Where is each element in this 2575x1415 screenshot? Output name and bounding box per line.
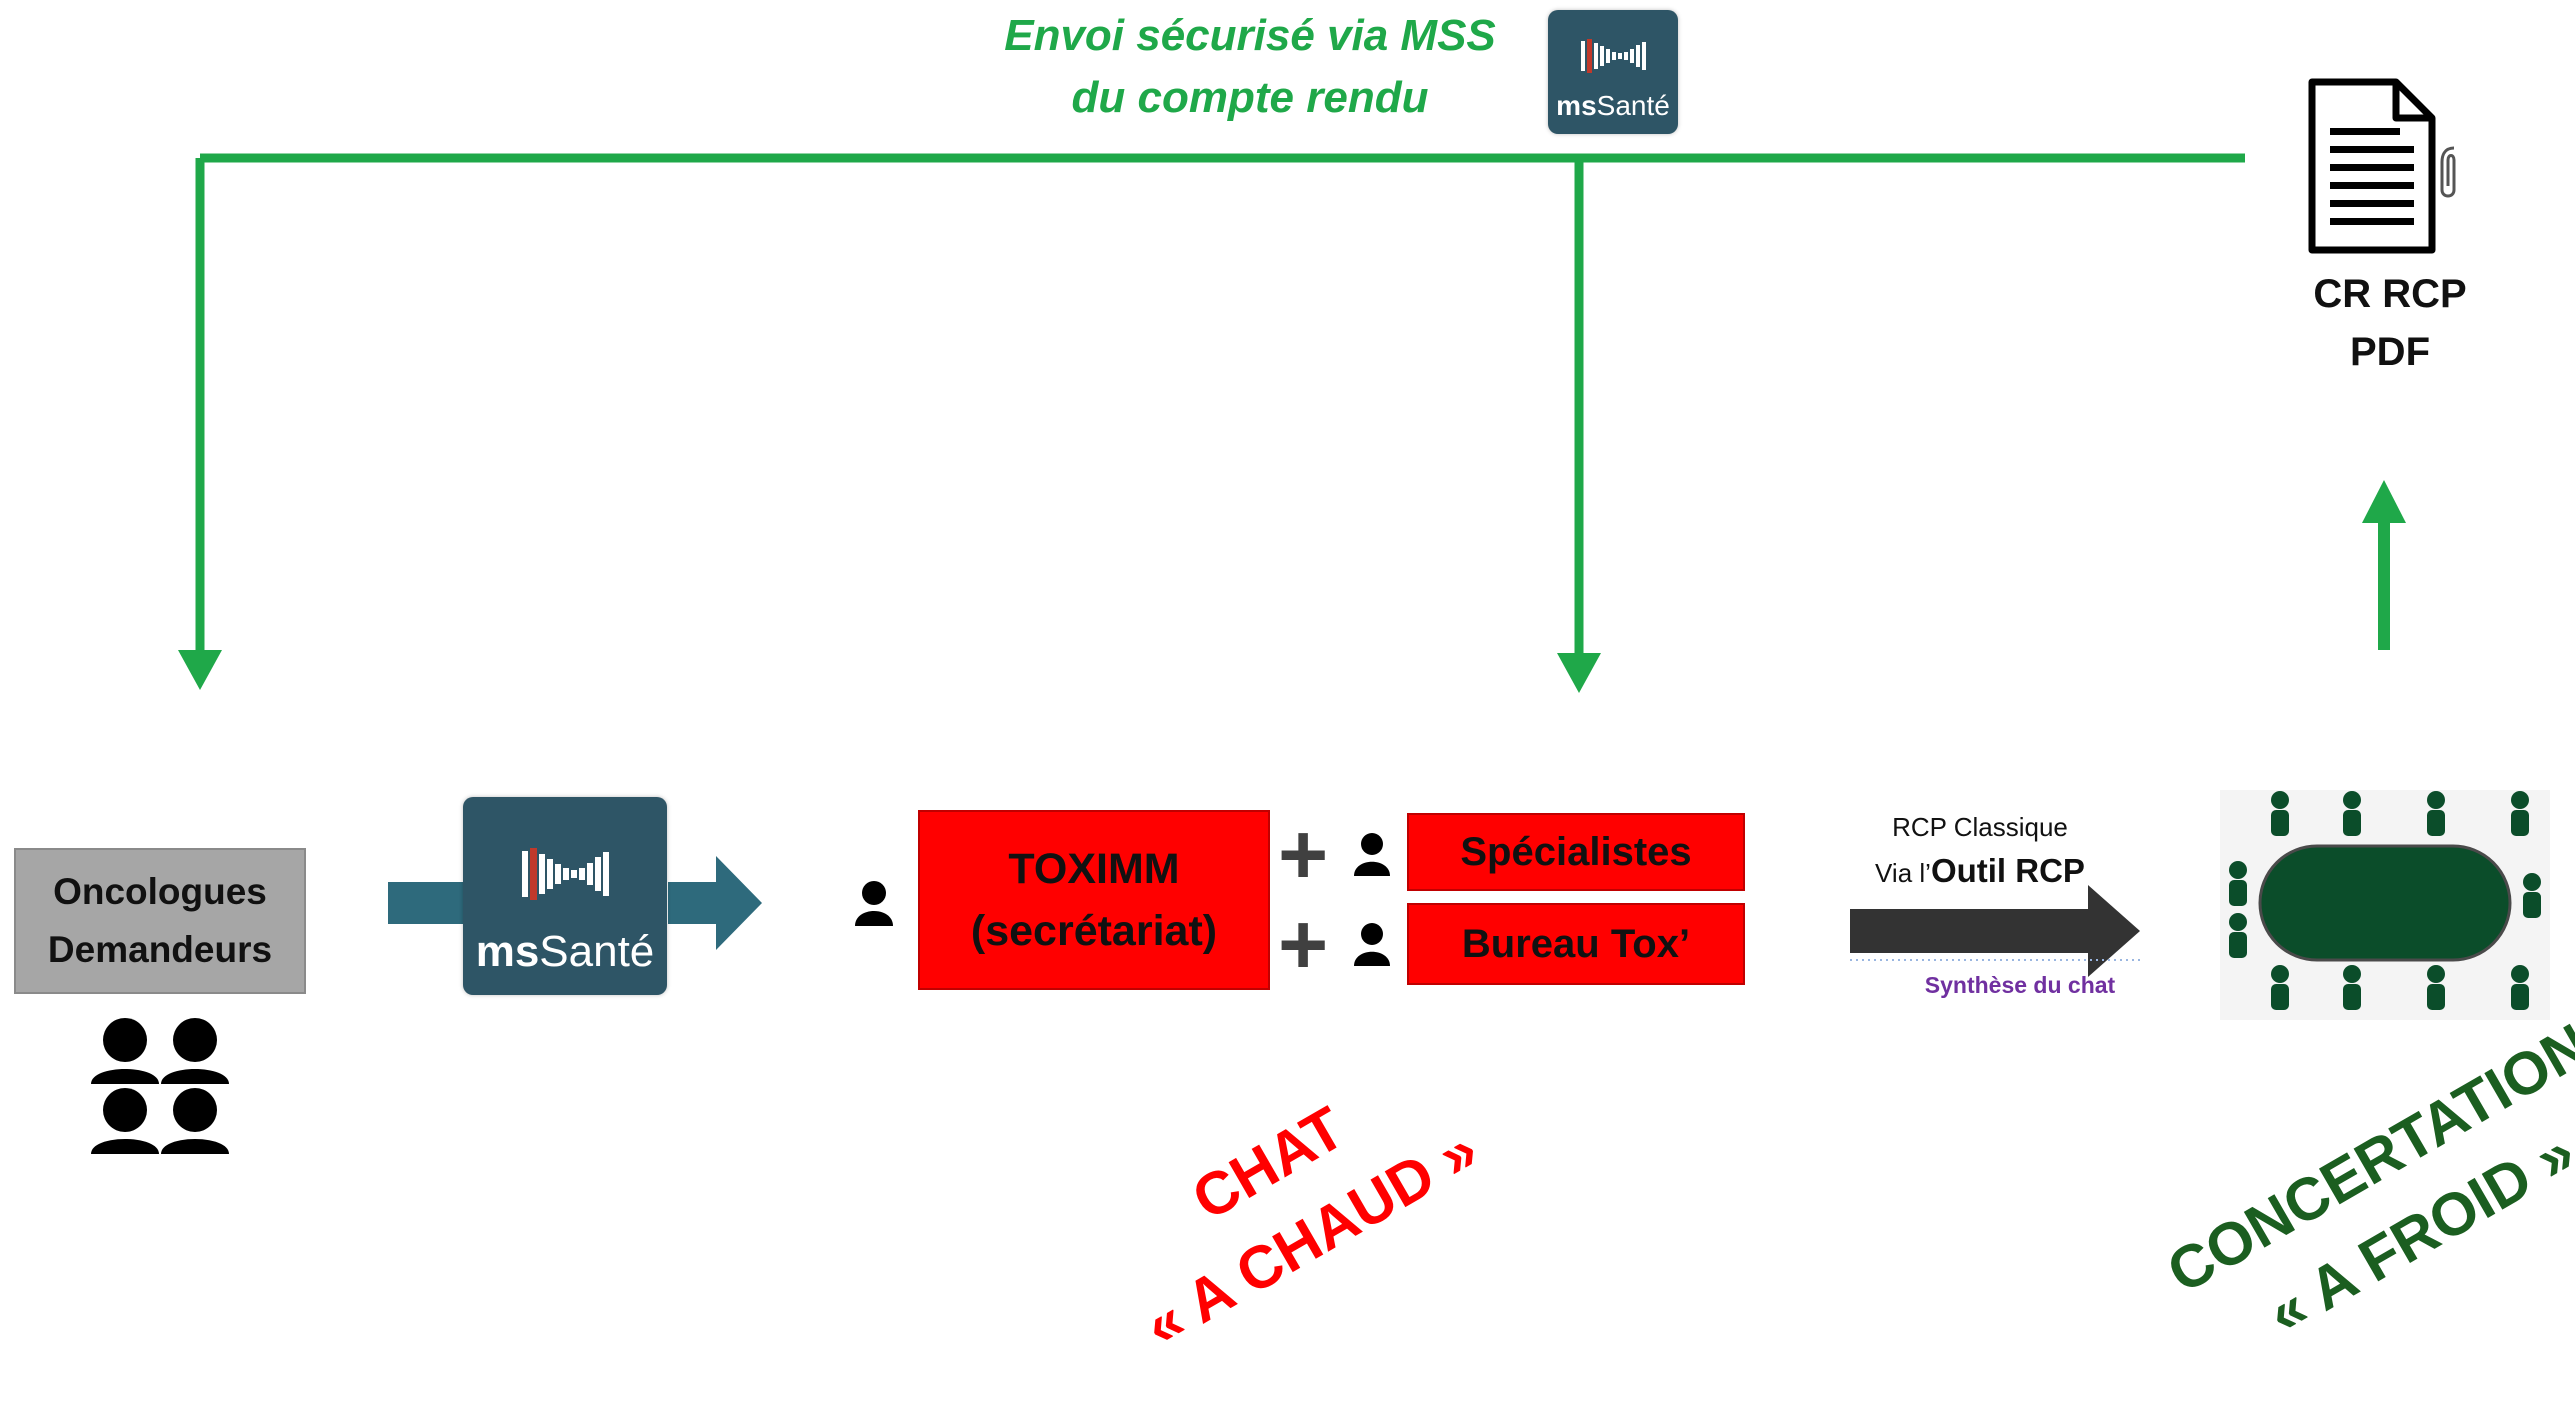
rcp-caption-prefix: Via l’ [1875, 858, 1931, 888]
msSante-logo-icon: msSanté [1548, 10, 1678, 134]
specialistes-box: Spécialistes [1407, 813, 1745, 891]
plus-sign: + [1278, 807, 1329, 903]
arrowhead-to-oncologues [178, 650, 222, 690]
rcp-caption-tool: Outil RCP [1930, 852, 2085, 889]
person-icon [1354, 833, 1390, 876]
mss-brand-bold: ms [475, 927, 540, 976]
mss-caption: Envoi sécurisé via MSS du compte rendu [960, 5, 1540, 129]
oncologues-box: Oncologues Demandeurs [14, 848, 306, 994]
toximm-line2: (secrétariat) [970, 907, 1218, 955]
flow-connectors [178, 153, 2406, 977]
group-icon [91, 1018, 229, 1154]
paperclip-icon [2440, 146, 2456, 198]
arrowhead-to-specialistes [1557, 653, 1601, 693]
rcp-caption-line1: RCP Classique [1892, 812, 2068, 842]
mss-brand-bold: ms [1556, 90, 1597, 121]
mss-brand-rest: Santé [539, 927, 655, 976]
person-icon [855, 881, 893, 926]
rcp-arrow-head [2088, 885, 2140, 977]
toximm-box: TOXIMM (secrétariat) [918, 810, 1270, 990]
blue-arrow-in-shaft [388, 882, 468, 924]
up-arrowhead [2362, 480, 2406, 523]
mss-brand-rest: Santé [1596, 90, 1670, 121]
blue-arrow-out-shaft [668, 882, 718, 924]
rcp-caption-line2: Via l’Outil RCP [1790, 849, 2170, 895]
synthese-label: Synthèse du chat [1924, 972, 2116, 998]
rcp-caption: RCP Classique Via l’Outil RCP [1790, 805, 2170, 895]
rcp-arrow-shaft [1850, 909, 2092, 953]
cr-rcp-line2: PDF [2350, 330, 2430, 374]
toximm-line1: TOXIMM [1008, 845, 1180, 893]
bureau-tox-box: Bureau Tox’ [1407, 903, 1745, 985]
meeting-table-icon [2220, 790, 2550, 1020]
oncologues-line1: Oncologues [53, 871, 267, 912]
cr-rcp-label: CR RCP PDF [2260, 265, 2520, 381]
blue-arrow-out-head [716, 856, 762, 950]
mss-caption-line1: Envoi sécurisé via MSS [1004, 11, 1496, 60]
msSante-logo-icon: msSanté [463, 797, 667, 995]
pdf-document-icon [2308, 78, 2456, 254]
cr-rcp-line1: CR RCP [2313, 272, 2467, 316]
mss-caption-line2: du compte rendu [1071, 73, 1429, 122]
person-icon [1354, 923, 1390, 966]
plus-sign: + [1278, 897, 1329, 993]
oncologues-line2: Demandeurs [47, 929, 273, 970]
